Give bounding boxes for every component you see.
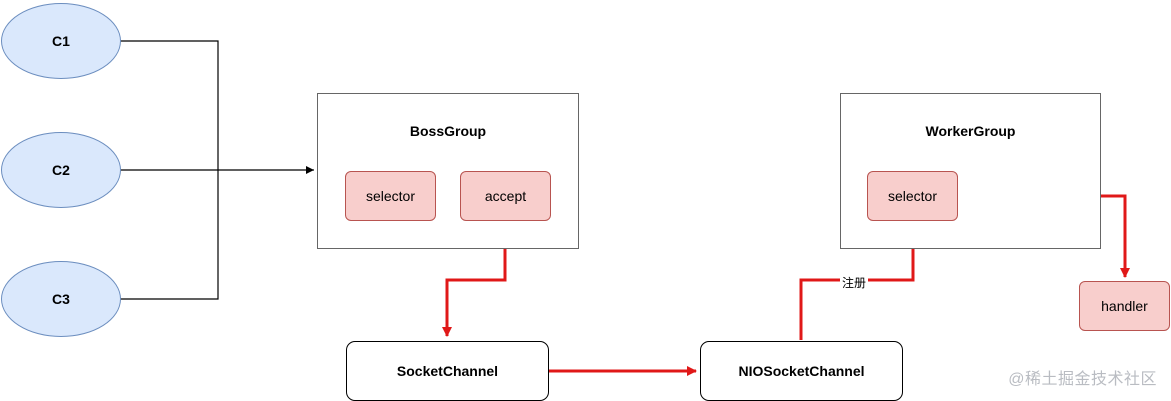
socket-channel: SocketChannel [346, 341, 549, 401]
client-c3-label: C3 [52, 291, 70, 307]
register-edge-label: 注册 [840, 276, 869, 290]
boss-accept-label: accept [484, 188, 527, 204]
nio-socket-channel-label: NIOSocketChannel [738, 363, 865, 379]
handler-label: handler [1101, 298, 1148, 314]
worker-selector-label: selector [887, 188, 938, 204]
client-c3-connector [120, 170, 219, 300]
client-c3: C3 [1, 261, 121, 337]
client-c2-label: C2 [52, 162, 70, 178]
client-c2: C2 [1, 132, 121, 208]
boss-accept: accept [460, 171, 551, 221]
worker-group-title: WorkerGroup [925, 123, 1016, 139]
handler: handler [1079, 281, 1170, 331]
boss-selector-label: selector [365, 188, 416, 204]
worker-selector: selector [867, 171, 958, 221]
nio-socket-channel: NIOSocketChannel [700, 341, 903, 401]
client-c1-connector [120, 40, 219, 170]
boss-group-title: BossGroup [409, 123, 487, 139]
accept-to-socketchannel-arrow [442, 220, 507, 337]
watermark-text: @稀土掘金技术社区 [1008, 371, 1157, 388]
client-c1: C1 [1, 3, 121, 79]
client-c1-label: C1 [52, 33, 70, 49]
boss-selector: selector [345, 171, 436, 221]
socket-channel-label: SocketChannel [396, 363, 499, 379]
